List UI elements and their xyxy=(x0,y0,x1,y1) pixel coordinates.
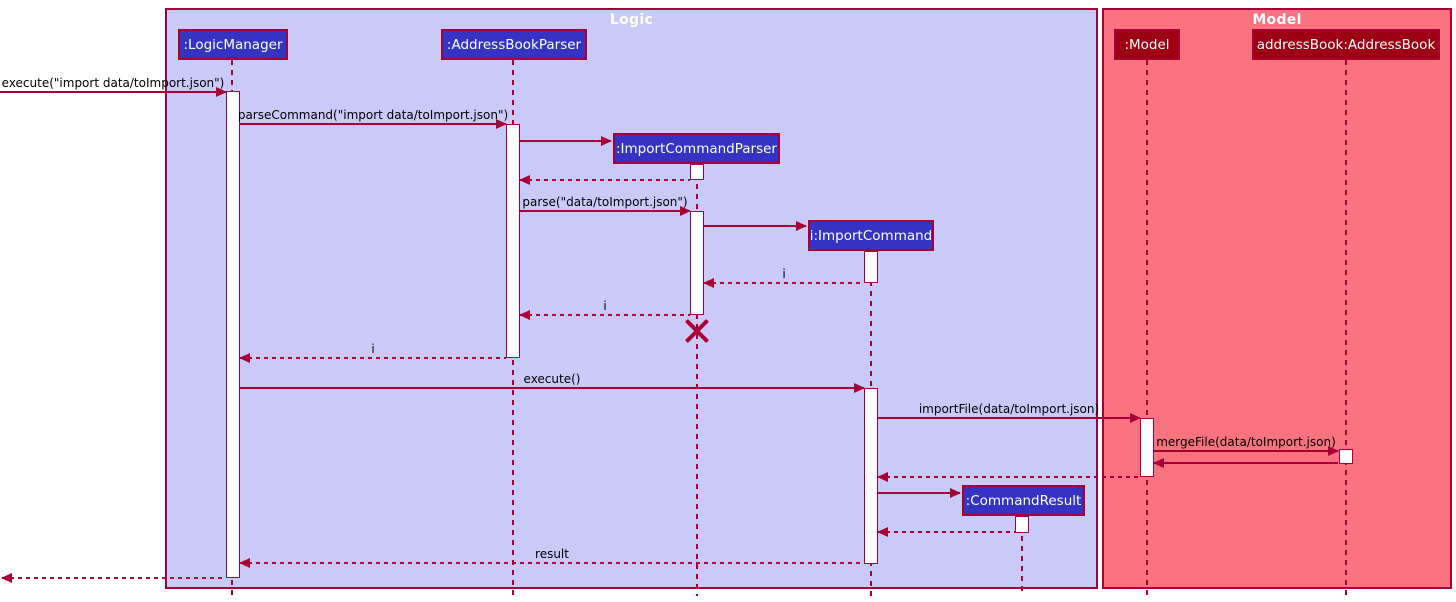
arrowhead-icon xyxy=(703,278,714,288)
message-label-return-i-to-parser: i xyxy=(782,267,786,281)
lifeline-model xyxy=(1146,60,1148,596)
activation-address-book xyxy=(1339,449,1353,464)
activation-import-command-2 xyxy=(864,388,878,564)
arrowhead-icon xyxy=(950,488,961,498)
message-label-return-i-to-logic-manager: i xyxy=(371,342,375,356)
message-call-import-file: importFile(data/toImport.json) xyxy=(878,403,1141,423)
message-return-merge-file xyxy=(1153,458,1338,468)
message-call-parse: parse("data/toImport.json") xyxy=(520,196,691,216)
participant-import-command: i:ImportCommand xyxy=(808,220,934,251)
message-label-call-execute-command: execute() xyxy=(523,372,581,386)
arrowhead-icon xyxy=(796,221,807,231)
frame-model: Model xyxy=(1102,8,1452,589)
participant-label-import-command: i:ImportCommand xyxy=(809,227,933,244)
participant-label-address-book-parser: :AddressBookParser xyxy=(446,36,582,53)
message-return-i-to-parser: i xyxy=(703,268,864,288)
arrowhead-icon xyxy=(216,87,227,97)
message-return-creation-parser xyxy=(519,175,690,185)
participant-label-import-command-parser: :ImportCommandParser xyxy=(616,140,777,157)
participant-logic-manager: :LogicManager xyxy=(178,29,288,60)
participant-command-result: :CommandResult xyxy=(962,485,1085,516)
lifeline-import-command-parser xyxy=(696,164,698,596)
message-call-execute-command: execute() xyxy=(240,373,865,393)
message-return-result: result xyxy=(239,548,864,568)
arrowhead-icon xyxy=(519,175,530,185)
message-return-import-file xyxy=(877,472,1140,482)
activation-import-command-1 xyxy=(864,251,878,283)
arrowhead-icon xyxy=(877,472,888,482)
arrowhead-icon xyxy=(239,353,250,363)
message-create-import-command-parser xyxy=(520,136,612,146)
arrowhead-icon xyxy=(1328,446,1339,456)
lifeline-address-book xyxy=(1345,60,1347,596)
arrowhead-icon xyxy=(680,206,691,216)
arrowhead-icon xyxy=(1130,413,1141,423)
frame-title-model: Model xyxy=(1252,12,1302,28)
arrowhead-icon xyxy=(519,310,530,320)
lifeline-command-result xyxy=(1021,516,1023,596)
activation-import-command-parser-2 xyxy=(690,211,704,315)
arrowhead-icon xyxy=(1,573,12,583)
activation-model xyxy=(1140,418,1154,477)
message-label-call-parse: parse("data/toImport.json") xyxy=(522,195,688,209)
arrowhead-icon xyxy=(239,558,250,568)
activation-address-book-parser xyxy=(506,124,520,358)
message-return-i-to-logic-manager: i xyxy=(239,343,506,363)
arrowhead-icon xyxy=(854,383,865,393)
message-return-i-to-address-book-parser: i xyxy=(519,300,690,320)
message-label-return-result: result xyxy=(535,547,569,561)
participant-label-address-book: addressBook:AddressBook xyxy=(1256,36,1436,53)
participant-address-book: addressBook:AddressBook xyxy=(1252,29,1440,60)
message-label-call-parse-command: parseCommand("import data/toImport.json"… xyxy=(237,108,509,122)
arrowhead-icon xyxy=(1153,458,1164,468)
message-call-merge-file: mergeFile(data/toImport.json) xyxy=(1154,436,1339,456)
arrowhead-icon xyxy=(601,136,612,146)
message-create-command-result xyxy=(878,488,961,498)
frame-title-logic: Logic xyxy=(609,12,654,28)
participant-label-logic-manager: :LogicManager xyxy=(183,36,283,53)
message-label-call-merge-file: mergeFile(data/toImport.json) xyxy=(1156,435,1336,449)
message-create-import-command xyxy=(704,221,807,231)
participant-import-command-parser: :ImportCommandParser xyxy=(613,133,780,164)
activation-logic-manager xyxy=(226,91,240,578)
participant-label-command-result: :CommandResult xyxy=(965,492,1082,509)
participant-model: :Model xyxy=(1114,29,1180,60)
message-label-return-i-to-address-book-parser: i xyxy=(603,299,607,313)
participant-address-book-parser: :AddressBookParser xyxy=(441,29,587,60)
arrowhead-icon xyxy=(877,527,888,537)
message-label-call-import-file: importFile(data/toImport.json) xyxy=(918,402,1100,416)
activation-command-result xyxy=(1015,516,1029,533)
message-call-execute-found: execute("import data/toImport.json") xyxy=(0,77,227,97)
frame-logic: Logic xyxy=(165,8,1098,589)
message-label-call-execute-found: execute("import data/toImport.json") xyxy=(1,76,225,90)
participant-label-model: :Model xyxy=(1124,36,1170,53)
activation-import-command-parser-1 xyxy=(690,164,704,180)
arrowhead-icon xyxy=(496,119,507,129)
message-return-creation-command-result xyxy=(877,527,1015,537)
message-return-to-caller xyxy=(1,573,226,583)
message-call-parse-command: parseCommand("import data/toImport.json"… xyxy=(238,109,508,129)
